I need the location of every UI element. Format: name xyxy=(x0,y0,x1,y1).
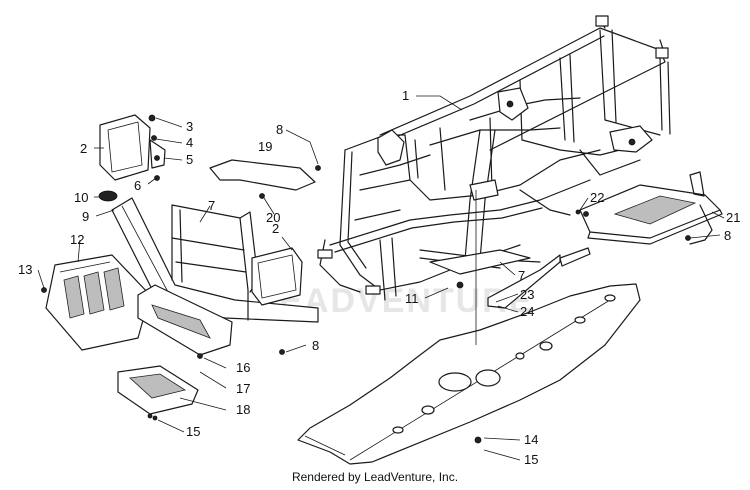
callout-23: 23 xyxy=(520,287,534,302)
fasteners xyxy=(147,209,581,444)
footrest-bracket xyxy=(429,247,591,309)
callout-2-headlight-housing: 2 xyxy=(80,141,87,156)
headlight-assembly xyxy=(99,114,166,181)
leader-lines xyxy=(37,95,725,461)
front-skid-plate xyxy=(117,365,199,421)
front-grille xyxy=(41,254,151,351)
callout-10: 10 xyxy=(74,190,88,205)
footer-credit: Rendered by LeadVenture, Inc. xyxy=(291,470,459,484)
callout-13: 13 xyxy=(18,262,32,277)
headlight xyxy=(251,247,303,306)
upper-bracket xyxy=(209,159,321,199)
main-frame xyxy=(317,15,671,301)
callout-6: 6 xyxy=(134,178,141,193)
callout-17: 17 xyxy=(236,381,250,396)
callout-11: 11 xyxy=(405,291,419,306)
callout-9: 9 xyxy=(82,209,89,224)
callout-7-bracket: 7 xyxy=(208,198,215,213)
callout-12: 12 xyxy=(70,232,84,247)
callout-7-footrest: 7 xyxy=(518,268,525,283)
callout-8-upper: 8 xyxy=(276,122,283,137)
callout-20: 20 xyxy=(266,210,280,225)
callout-15-skid: 15 xyxy=(524,452,538,467)
callout-8-lower: 8 xyxy=(312,338,319,353)
callout-2-headlight: 2 xyxy=(272,221,279,236)
grommet xyxy=(98,190,118,202)
callout-18: 18 xyxy=(236,402,250,417)
callout-14: 14 xyxy=(524,432,538,447)
callout-16: 16 xyxy=(236,360,250,375)
callout-5: 5 xyxy=(186,152,193,167)
callout-labels: 1 2 3 4 5 6 10 9 7 2 20 8 19 12 13 16 17… xyxy=(18,88,740,467)
callout-21: 21 xyxy=(726,210,740,225)
callout-24: 24 xyxy=(520,304,534,319)
rear-footrest xyxy=(579,171,723,245)
callout-19: 19 xyxy=(258,139,272,154)
front-lower-panel xyxy=(137,284,233,359)
callout-15-front: 15 xyxy=(186,424,200,439)
skid-plate xyxy=(297,283,641,465)
callout-8-rear: 8 xyxy=(724,228,731,243)
callout-1: 1 xyxy=(402,88,409,103)
callout-4: 4 xyxy=(186,135,193,150)
exploded-frame-diagram: LEADVENTURE xyxy=(18,15,740,467)
callout-22: 22 xyxy=(590,190,604,205)
callout-3: 3 xyxy=(186,119,193,134)
